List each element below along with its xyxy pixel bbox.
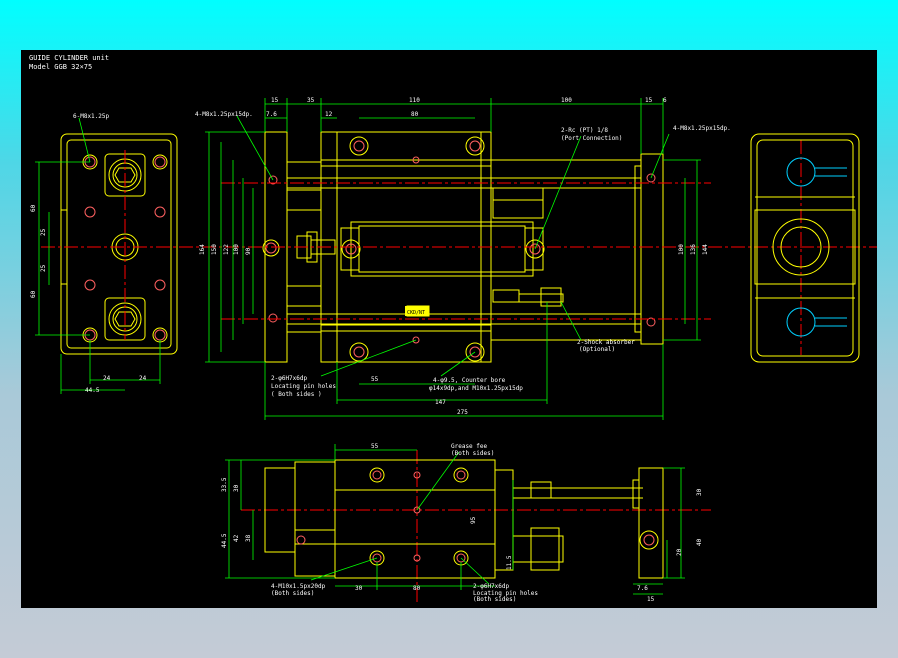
dim-lb-80: 80 [413,585,421,592]
note-counter-bore-sub: φ14x9dp,and M10x1.25px15dp [429,385,523,392]
dim-lb-30: 30 [233,484,240,492]
dim-lb-38: 38 [245,534,252,542]
dim-v-164: 164 [199,244,206,255]
dim-l-60b: 60 [30,290,37,298]
dim-lb-30b: 30 [355,585,363,592]
dimension-lines [35,98,701,595]
dim-lb-55: 55 [371,443,379,450]
note-grease-sub: (Both sides) [451,450,494,457]
dim-b-55: 55 [371,376,379,383]
note-port: 2-Rc (PT) 1/8 [561,127,608,134]
note-4-m8-left: 4-M8x1.25px15dp. [195,111,253,118]
dim-rb-20: 20 [676,548,683,556]
note-pin-holes-sub: Locating pin holes [271,383,336,390]
note-pin-holes-b: 2-φ6H7x6dp [473,583,510,590]
name-plate: CKD/NT [405,306,429,316]
dim-v-90: 90 [245,247,252,255]
title-line-2: Model GGB 32×75 [29,63,92,71]
dim-top-110: 110 [409,97,420,104]
dim-l-60a: 60 [30,204,37,212]
dim-top-15r: 15 [645,97,653,104]
cad-drawing: GUIDE CYLINDER unit Model GGB 32×75 15 3… [21,50,877,608]
dim-b-147: 147 [435,399,446,406]
dim-top-6: 6 [663,97,667,104]
dim-v-144: 144 [702,244,709,255]
note-m10: 4-M10x1.5px20dp [271,583,326,590]
dim-l-25a: 25 [40,228,47,236]
center-lines [41,140,877,602]
title-block: GUIDE CYLINDER unit Model GGB 32×75 [29,54,109,71]
dim-l-24a: 24 [103,375,111,382]
dim-lb-42: 42 [233,534,240,542]
dimension-texts: 15 35 110 100 15 6 7.6 12 80 164 150 122… [30,97,709,603]
dim-rb-30: 30 [696,488,703,496]
dim-rb-7-6: 7.6 [637,585,648,592]
dim-80: 80 [411,111,419,118]
dim-top-100: 100 [561,97,572,104]
title-line-1: GUIDE CYLINDER unit [29,54,109,62]
note-pin-holes: 2-φ6H7x6dp [271,375,308,382]
note-counter-bore: 4-φ9.5, Counter bore [433,377,506,384]
note-port-sub: (Port Connection) [561,135,622,142]
annotations: 6-M8x1.25p 4-M8x1.25px15dp. 2-Rc (PT) 1/… [73,111,731,603]
dim-7-6: 7.6 [266,111,277,118]
note-pin-holes-b-sides: (Both sides) [473,596,516,603]
dim-lb-44-5: 44.5 [221,533,228,548]
dim-12: 12 [325,111,333,118]
dim-top-15: 15 [271,97,279,104]
dim-l-44-5: 44.5 [85,387,100,394]
dim-rb-40: 40 [696,538,703,546]
dim-lb-11-5: 11.5 [506,555,513,570]
note-shock: 2-Shock absorber [577,339,635,346]
plate-text: CKD/NT [407,310,425,316]
right-end-view [750,133,860,363]
dim-l-25b: 25 [40,264,47,272]
note-6-m8: 6-M8x1.25p [73,113,110,120]
main-top-holes [265,140,656,358]
dim-v-100r: 100 [678,244,685,255]
dim-v-136: 136 [690,244,697,255]
note-grease: Grease fee [451,443,488,450]
note-shock-sub: (Optional) [579,346,615,353]
dim-l-24b: 24 [139,375,147,382]
dim-lb-33-5: 33.5 [221,477,228,492]
dim-lb-95: 95 [470,516,477,524]
dim-top-35: 35 [307,97,315,104]
note-pin-holes-sides: ( Both sides ) [271,391,322,398]
dim-v-100: 100 [233,244,240,255]
note-m10-sub: (Both sides) [271,590,314,597]
dim-v-122: 122 [223,244,230,255]
note-pin-holes-b-sub: Locating pin holes [473,590,538,597]
dim-v-150: 150 [211,244,218,255]
note-4-m8-right: 4-M8x1.25px15dp. [673,125,731,132]
drawing-svg: GUIDE CYLINDER unit Model GGB 32×75 15 3… [29,54,877,603]
dim-b-275: 275 [457,409,468,416]
dim-rb-15: 15 [647,596,655,603]
